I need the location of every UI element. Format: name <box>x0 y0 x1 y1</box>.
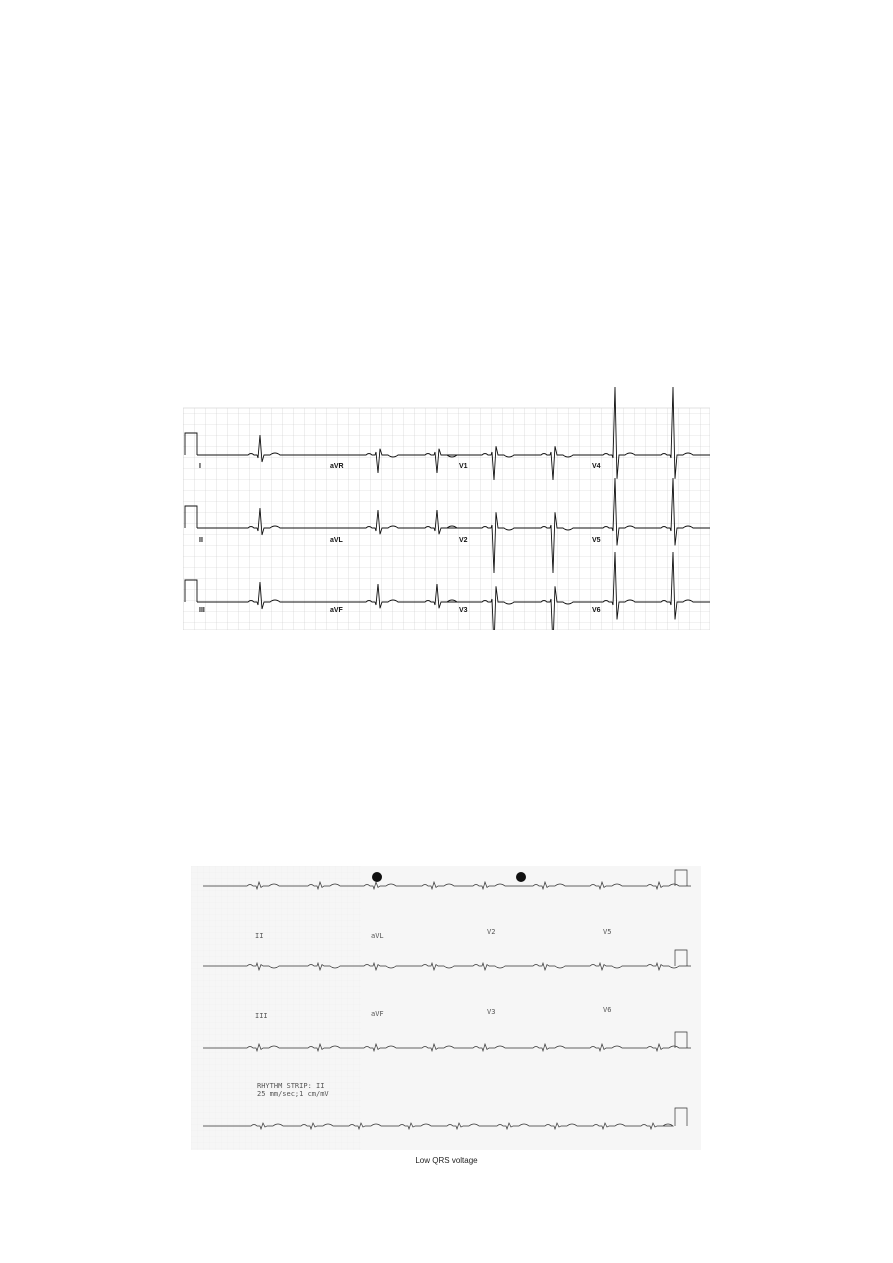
ecg-figure-low-voltage: II aVL V2 V5 III aVF V3 V6 RHYTHM STRIP:… <box>191 866 701 1150</box>
lead-label-v5: V5 <box>603 928 611 936</box>
lead-label-v5: V5 <box>592 537 601 544</box>
lead-trace <box>443 446 575 481</box>
lead-trace <box>313 448 459 474</box>
lead-label-ii: II <box>199 537 203 544</box>
lead-trace <box>443 586 575 630</box>
lead-trace <box>313 583 459 609</box>
lead-label-v2: V2 <box>487 928 495 936</box>
lead-label-v3: V3 <box>487 1008 495 1016</box>
calibration-pulse <box>184 579 198 602</box>
ecg-traces-low-voltage <box>203 869 691 1131</box>
lead-label-avl: aVL <box>371 932 384 940</box>
lead-trace <box>313 509 459 535</box>
calibration-pulse <box>184 505 198 528</box>
low-voltage-trace <box>203 880 691 891</box>
lead-trace <box>575 477 710 546</box>
lead-label-iii: III <box>255 1012 268 1020</box>
lead-trace <box>197 507 313 536</box>
ecg-paper-grid <box>191 866 361 1150</box>
figure-caption: Low QRS voltage <box>415 1156 478 1165</box>
lead-label-v2: V2 <box>459 537 468 544</box>
rhythm-strip-trace <box>203 1122 674 1131</box>
marker-dot-left <box>372 872 382 882</box>
lead-trace <box>575 551 710 620</box>
lead-trace <box>197 434 313 463</box>
lead-trace <box>443 512 575 574</box>
lead-label-avf: aVF <box>371 1010 384 1018</box>
lead-label-v3: V3 <box>459 607 468 614</box>
low-voltage-trace <box>203 1042 691 1053</box>
lead-labels-low-voltage: II aVL V2 V5 III aVF V3 V6 RHYTHM STRIP:… <box>255 928 611 1098</box>
lead-label-v4: V4 <box>592 463 601 470</box>
rhythm-strip-label: RHYTHM STRIP: II <box>257 1082 324 1090</box>
lead-label-avf: aVF <box>330 607 344 614</box>
ecg-figure-normal: I aVR V1 V4 II aVL V2 V5 III aVF V3 V6 <box>183 386 710 630</box>
lead-label-ii: II <box>255 932 263 940</box>
lead-label-v1: V1 <box>459 463 468 470</box>
lead-label-v6: V6 <box>592 607 601 614</box>
lead-label-iii: III <box>199 607 205 614</box>
calibration-pulse <box>674 949 688 966</box>
marker-dot-right <box>516 872 526 882</box>
lead-label-i: I <box>199 463 201 470</box>
lead-trace <box>575 386 710 479</box>
lead-label-avr: aVR <box>330 463 344 470</box>
lead-label-avl: aVL <box>330 537 344 544</box>
calibration-pulse <box>184 432 198 455</box>
rhythm-strip-speed: 25 mm/sec;1 cm/mV <box>257 1090 329 1098</box>
lead-labels: I aVR V1 V4 II aVL V2 V5 III aVF V3 V6 <box>199 463 601 614</box>
low-voltage-trace <box>203 961 691 972</box>
lead-label-v6: V6 <box>603 1006 611 1014</box>
calibration-pulse <box>674 1031 688 1048</box>
ecg-grid <box>183 407 710 630</box>
calibration-pulse <box>674 869 688 886</box>
calibration-pulse <box>674 1107 688 1126</box>
lead-trace <box>197 581 313 610</box>
ecg-traces <box>184 386 710 630</box>
